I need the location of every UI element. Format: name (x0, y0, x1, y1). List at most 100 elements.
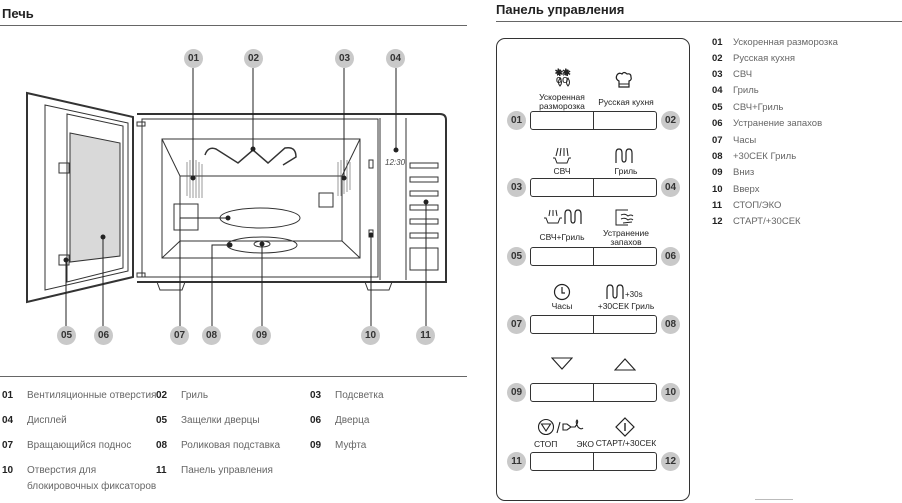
panel-callout-02: 02 (661, 111, 680, 130)
button-row-5 (530, 383, 657, 402)
stop-eco-button[interactable] (531, 453, 594, 470)
up-button[interactable] (594, 384, 656, 401)
oven-callout-03: 03 (335, 49, 354, 68)
stop-eco-label: СТОП ЭКО (534, 439, 594, 449)
grill-element (204, 146, 297, 166)
down-arrow-icon (551, 357, 573, 370)
grill-label: Гриль (614, 166, 638, 176)
door-latch-bottom (58, 254, 70, 266)
door-latch-top (58, 162, 70, 174)
oven-callout-02: 02 (244, 49, 263, 68)
oven-door-inner (44, 104, 129, 291)
panel-callout-05: 05 (507, 247, 526, 266)
start-button[interactable] (594, 453, 656, 470)
start-label: СТАРТ/+30СЕК (595, 438, 657, 448)
panel-callout-07: 07 (507, 315, 526, 334)
microwave-illustration: 12:30 (26, 68, 447, 326)
grill-icon (606, 284, 624, 299)
oven-display-time: 12:30 (385, 158, 406, 167)
clock-label: Часы (551, 301, 573, 311)
oven-callout-10: 10 (361, 326, 380, 345)
panel-callout-06: 06 (661, 247, 680, 266)
russian-cuisine-button[interactable] (594, 112, 656, 129)
button-row-4 (530, 315, 657, 334)
microwave-button[interactable] (531, 179, 594, 196)
oven-door-window (69, 132, 121, 263)
panel-callout-10: 10 (661, 383, 680, 402)
grill-30s-icon: +30s (605, 284, 643, 300)
oven-body-outline (137, 113, 447, 283)
oven-callout-07: 07 (170, 326, 189, 345)
russian-cuisine-label: Русская кухня (598, 97, 654, 107)
oven-door-outline (26, 91, 134, 304)
button-row-2 (530, 178, 657, 197)
page-mark (755, 499, 793, 500)
control-panel-title-rule (496, 21, 902, 22)
oven-callout-11: 11 (416, 326, 435, 345)
oven-callout-08: 08 (202, 326, 221, 345)
panel-callout-08: 08 (661, 315, 680, 334)
stop-eco-icon (537, 418, 584, 436)
microwave-grill-icon (544, 209, 582, 224)
grill-30s-button[interactable] (594, 316, 656, 333)
defrost-icon: ✱✱ὃὃ (554, 67, 570, 86)
oven-callout-01: 01 (184, 49, 203, 68)
deodorize-icon (615, 209, 634, 226)
oven-callout-04: 04 (386, 49, 405, 68)
oven-door-frame (66, 113, 124, 283)
clock-button[interactable] (531, 316, 594, 333)
button-row-3 (530, 247, 657, 266)
oven-callout-05: 05 (57, 326, 76, 345)
up-arrow-icon (614, 358, 636, 371)
oven-callout-06: 06 (94, 326, 113, 345)
turntable-tray (219, 207, 301, 229)
microwave-icon (553, 147, 571, 164)
svg-text:✱✱: ✱✱ (556, 68, 571, 78)
defrost-button[interactable] (531, 112, 594, 129)
side-plate (173, 203, 199, 231)
oven-title-rule (0, 25, 467, 26)
chef-hat-icon (615, 71, 632, 88)
oven-callout-09: 09 (252, 326, 271, 345)
deodorize-button[interactable] (594, 248, 656, 265)
panel-callout-11: 11 (507, 452, 526, 471)
control-panel-section-title: Панель управления (496, 2, 625, 17)
panel-callout-03: 03 (507, 178, 526, 197)
oven-section-title: Печь (2, 6, 34, 21)
panel-callout-04: 04 (661, 178, 680, 197)
panel-callout-12: 12 (661, 452, 680, 471)
grill-icon (615, 148, 633, 163)
oven-legend-rule (0, 376, 467, 377)
grill-30s-label: +30СЕК Гриль (597, 301, 655, 311)
down-button[interactable] (531, 384, 594, 401)
microwave-label: СВЧ (553, 166, 571, 176)
panel-callout-09: 09 (507, 383, 526, 402)
button-row-1 (530, 111, 657, 130)
microwave-grill-button[interactable] (531, 248, 594, 265)
grill-button[interactable] (594, 179, 656, 196)
microwave-grill-label: СВЧ+Гриль (539, 232, 585, 242)
button-row-6 (530, 452, 657, 471)
